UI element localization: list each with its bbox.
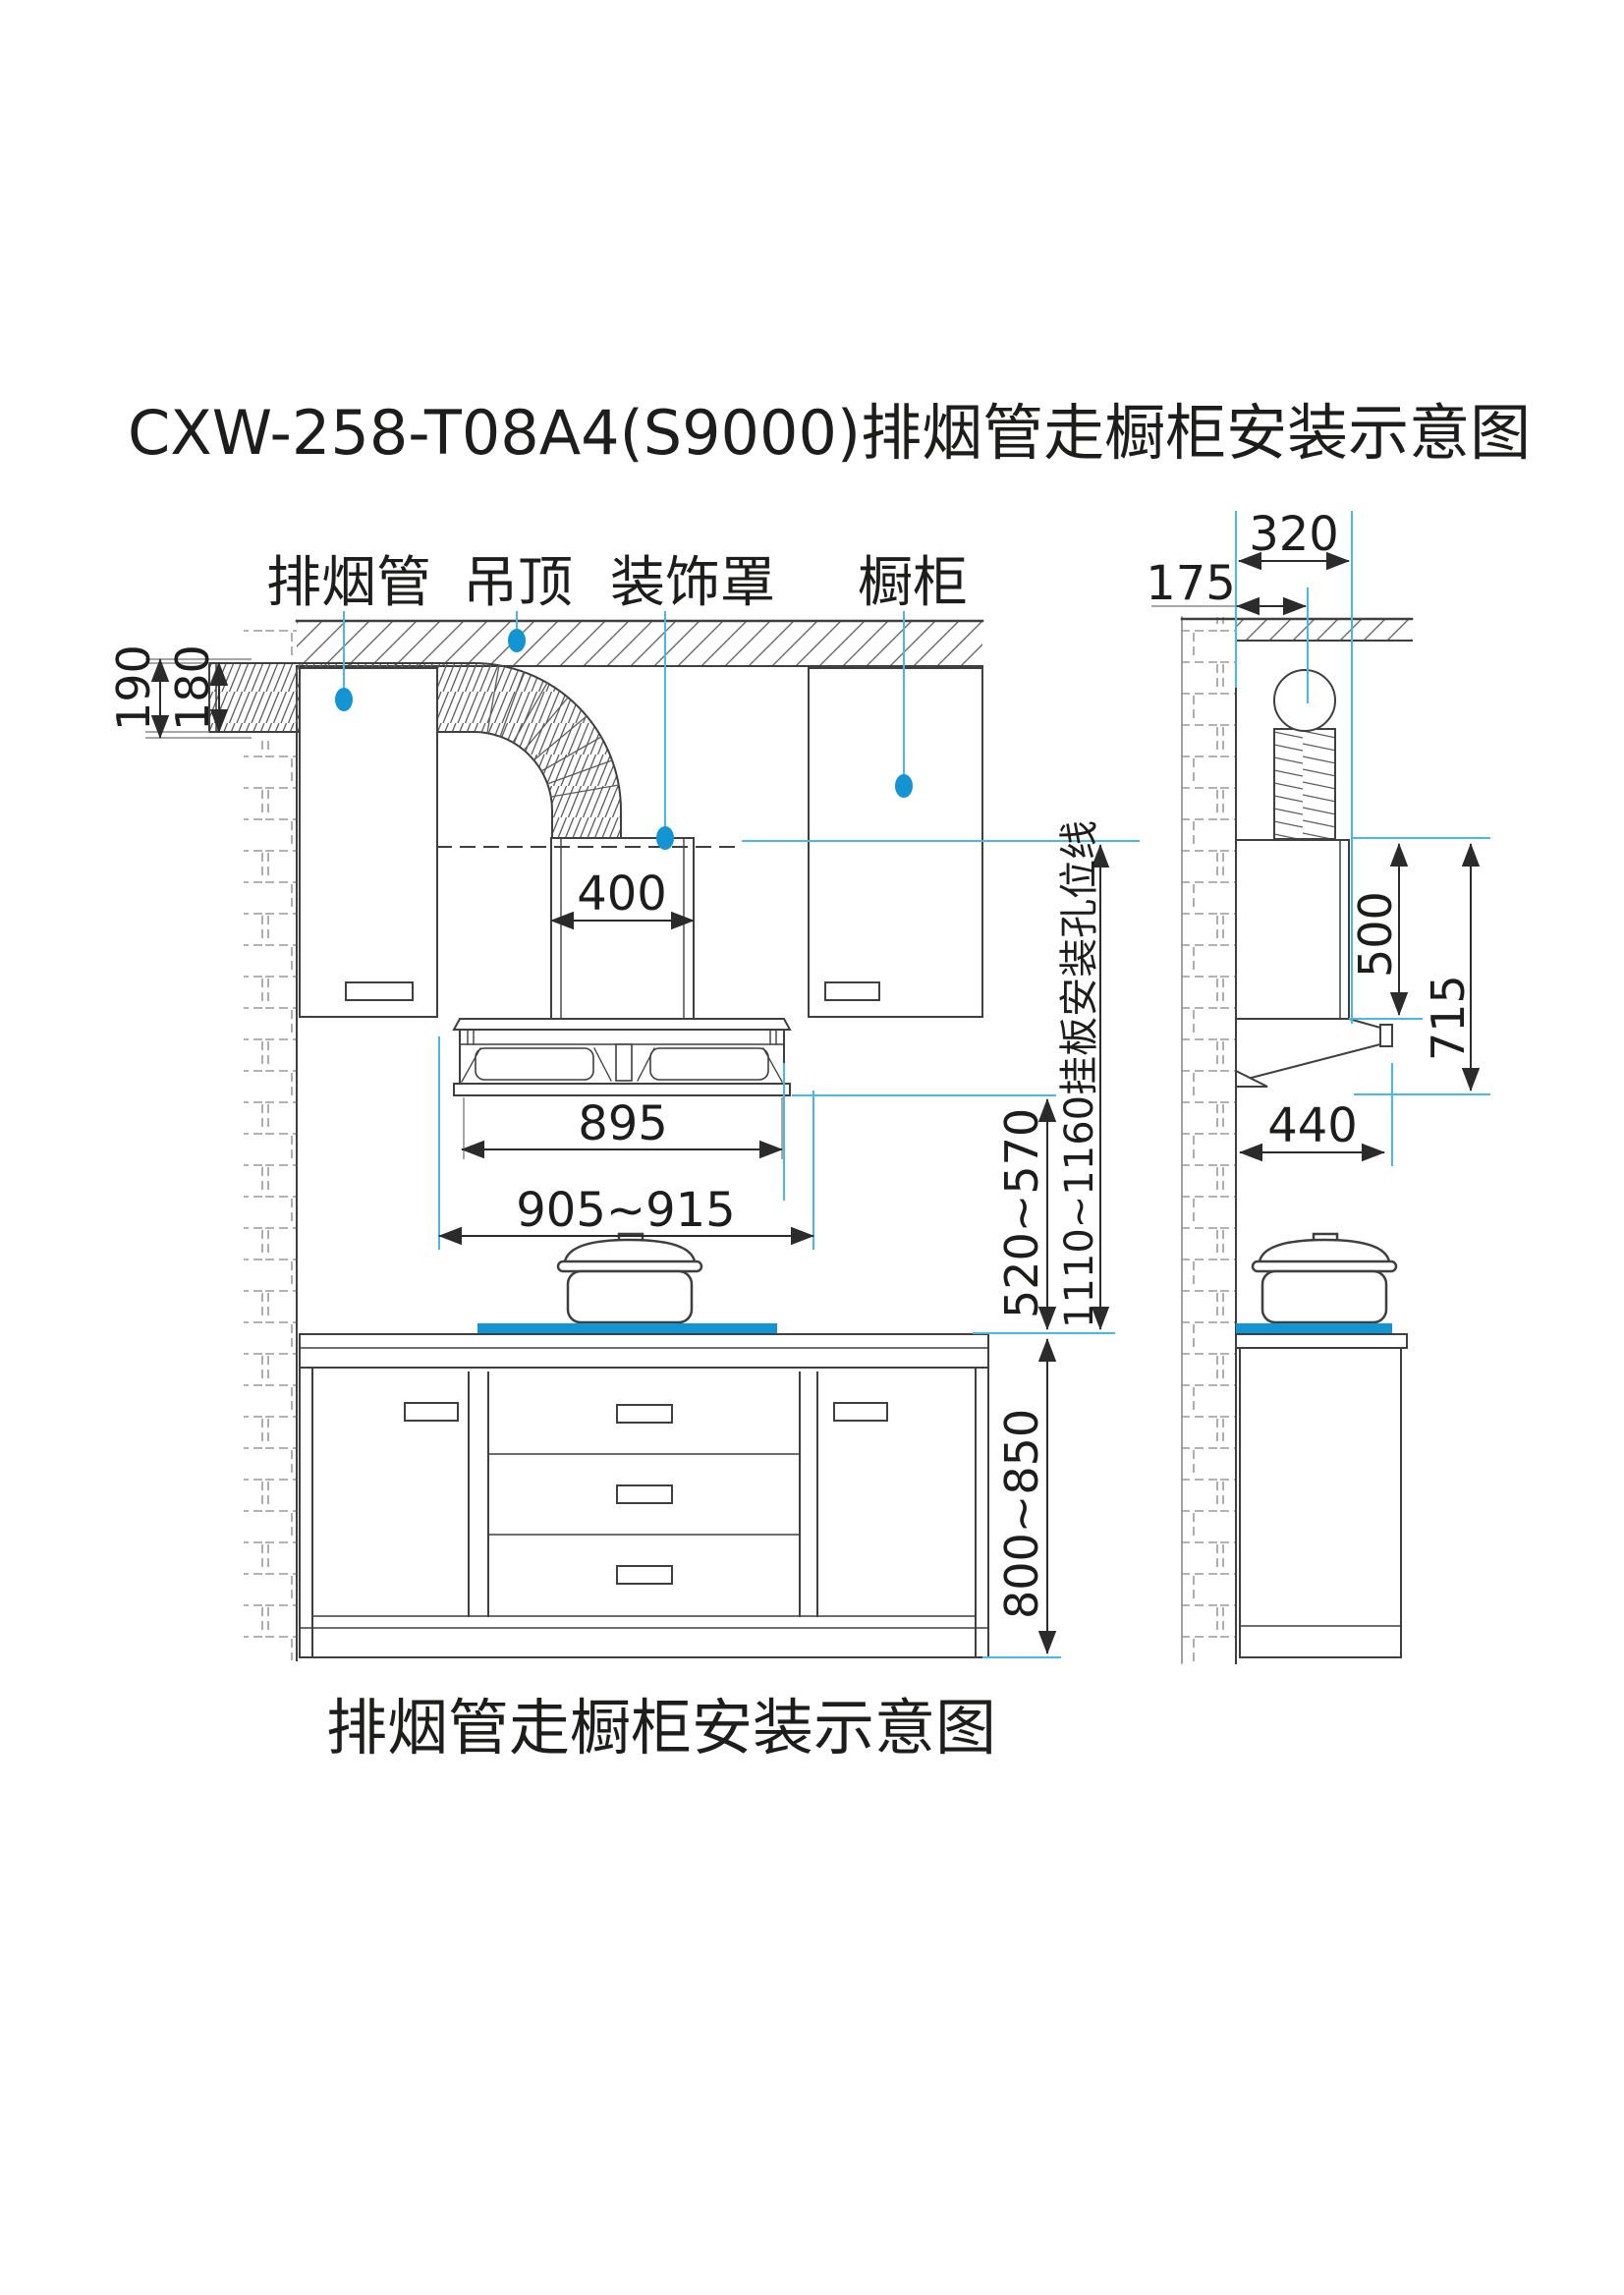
decorative-cover	[550, 837, 695, 1023]
cabinet-handle	[824, 981, 880, 1001]
cabinet-callout-dot	[895, 774, 913, 798]
upper-cabinet-right	[808, 667, 983, 1018]
dimension-lines	[150, 551, 1481, 1654]
dim-text-800-850: 800~850	[995, 1409, 1048, 1619]
reference-lines	[438, 511, 1490, 1658]
caption: 排烟管走橱柜安装示意图	[326, 1692, 996, 1763]
duct-outlet-circle	[1273, 669, 1336, 732]
dim-text-hanging-line: 1110~1160挂板安装孔位线	[1057, 820, 1102, 1328]
ceiling-callout-dot	[508, 629, 526, 652]
dim-text-500: 500	[1349, 891, 1402, 978]
drawer-handle	[616, 1565, 673, 1585]
pot-side	[1251, 1232, 1398, 1324]
base-cabinet-side	[1235, 1333, 1408, 1658]
label-ceiling: 吊顶	[463, 551, 573, 615]
grease-filter-left	[475, 1047, 594, 1081]
front-view	[208, 619, 989, 1661]
front-wall	[244, 629, 298, 1661]
base-cabinet-front	[299, 1333, 989, 1658]
duct-bend-corrugation	[486, 664, 620, 798]
cooktop-side	[1236, 1323, 1392, 1334]
cooktop-front	[477, 1323, 777, 1334]
part-labels: 排烟管 吊顶 装饰罩 橱柜	[266, 551, 968, 615]
door-handle	[833, 1402, 888, 1422]
cabinet-handle	[345, 981, 414, 1001]
dim-text-320: 320	[1249, 507, 1339, 562]
dim-text-905-915: 905~915	[516, 1183, 735, 1238]
side-wall	[1181, 616, 1237, 1664]
side-ceiling	[1180, 617, 1414, 642]
dim-text-175: 175	[1146, 556, 1236, 611]
duct-callout-dot	[335, 688, 353, 711]
cover-callout-dot	[656, 826, 674, 850]
dim-text-520-570: 520~570	[995, 1108, 1048, 1318]
side-duct	[1273, 669, 1336, 840]
label-decorative-cover: 装饰罩	[610, 551, 775, 615]
dimension-texts: 190 180 400 895 905~915 520~570 1110~116…	[107, 507, 1475, 1619]
upper-cabinet-left	[299, 667, 438, 1018]
page-title: CXW-258-T08A4(S9000)排烟管走橱柜安装示意图	[128, 397, 1531, 469]
door-handle	[404, 1402, 459, 1422]
dim-text-715: 715	[1422, 975, 1475, 1061]
dim-text-400: 400	[577, 867, 667, 922]
drawer-handle	[616, 1404, 673, 1424]
label-exhaust-duct: 排烟管	[266, 551, 431, 615]
label-dots	[335, 629, 913, 850]
dim-text-440: 440	[1267, 1098, 1358, 1153]
side-view	[1180, 616, 1414, 1664]
label-cabinet: 橱柜	[858, 551, 968, 615]
front-ceiling	[295, 619, 984, 667]
pot-front	[556, 1232, 703, 1324]
drawer-handle	[616, 1484, 673, 1504]
dim-text-895: 895	[578, 1096, 668, 1151]
grease-filter-right	[649, 1047, 769, 1081]
range-hood-front	[452, 1018, 792, 1096]
range-hood-side	[1235, 839, 1393, 1088]
dim-text-180: 180	[166, 644, 219, 731]
dim-text-190: 190	[107, 644, 160, 731]
